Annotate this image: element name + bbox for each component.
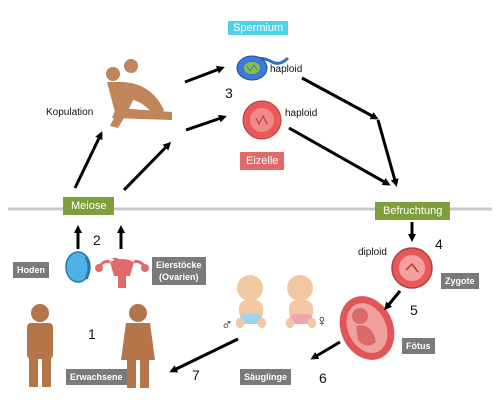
process-arrows [73, 66, 416, 373]
step-number-7: 7 [192, 367, 200, 383]
arrow-meiose-to-egg [122, 141, 172, 192]
arrow-zygote-to-fetus [384, 290, 402, 311]
arrow-egg-to-fertilization [288, 126, 391, 186]
adult-female-icon [121, 304, 155, 388]
testis-icon [65, 251, 91, 283]
fertilization-label: Befruchtung [375, 202, 451, 220]
arrow-infants-to-adults [169, 337, 239, 373]
step-number-2: 2 [93, 232, 101, 248]
ovaries-label-line1: Eierstöcke [156, 260, 202, 270]
arrow-sperm-to-fertilization [301, 76, 379, 120]
step-number-4: 4 [435, 236, 443, 252]
step-number-5: 5 [410, 302, 418, 318]
copulation-label: Kopulation [46, 107, 94, 118]
adult-male-icon [27, 304, 53, 387]
step-number-3: 3 [225, 85, 233, 101]
adults-label: Erwachsene [66, 369, 127, 385]
ovaries-label-line2: (Ovarien) [159, 272, 199, 282]
arrow-kopulation-to-sperm [184, 66, 225, 84]
step-number-1: 1 [88, 326, 96, 342]
uterus-icon [95, 257, 149, 288]
ovaries-label: Eierstöcke (Ovarien) [152, 257, 206, 285]
fetus-label: Fötus [402, 338, 435, 354]
diploid-label: diploid [358, 247, 387, 258]
arrow-fetus-to-infants [310, 340, 341, 360]
fetus-icon [339, 296, 395, 360]
meiosis-label: Meiose [63, 197, 115, 215]
female-symbol-icon: ♀ [316, 313, 328, 330]
male-symbol-icon: ♂ [221, 317, 233, 334]
egg-label: Eizelle [240, 152, 285, 170]
arrow-meiose-to-kopulation [73, 131, 103, 189]
haploid-egg-label: haploid [285, 108, 318, 119]
sperm-label: Spermium [228, 21, 289, 35]
step-number-6: 6 [319, 370, 327, 386]
arrow-fertilization-down-1 [376, 119, 399, 187]
baby-boy-icon [236, 275, 266, 328]
testes-label: Hoden [13, 262, 49, 278]
zygote-icon [391, 247, 433, 289]
egg-cell-icon [242, 100, 282, 140]
arrow-kopulation-to-egg [185, 114, 227, 132]
haploid-sperm-label: haploid [270, 64, 303, 75]
couple-icon [106, 59, 172, 128]
infants-label: Säuglinge [240, 369, 292, 385]
zygote-label: Zygote [441, 273, 479, 289]
baby-girl-icon [286, 275, 316, 328]
sperm-cell-icon [236, 55, 290, 81]
